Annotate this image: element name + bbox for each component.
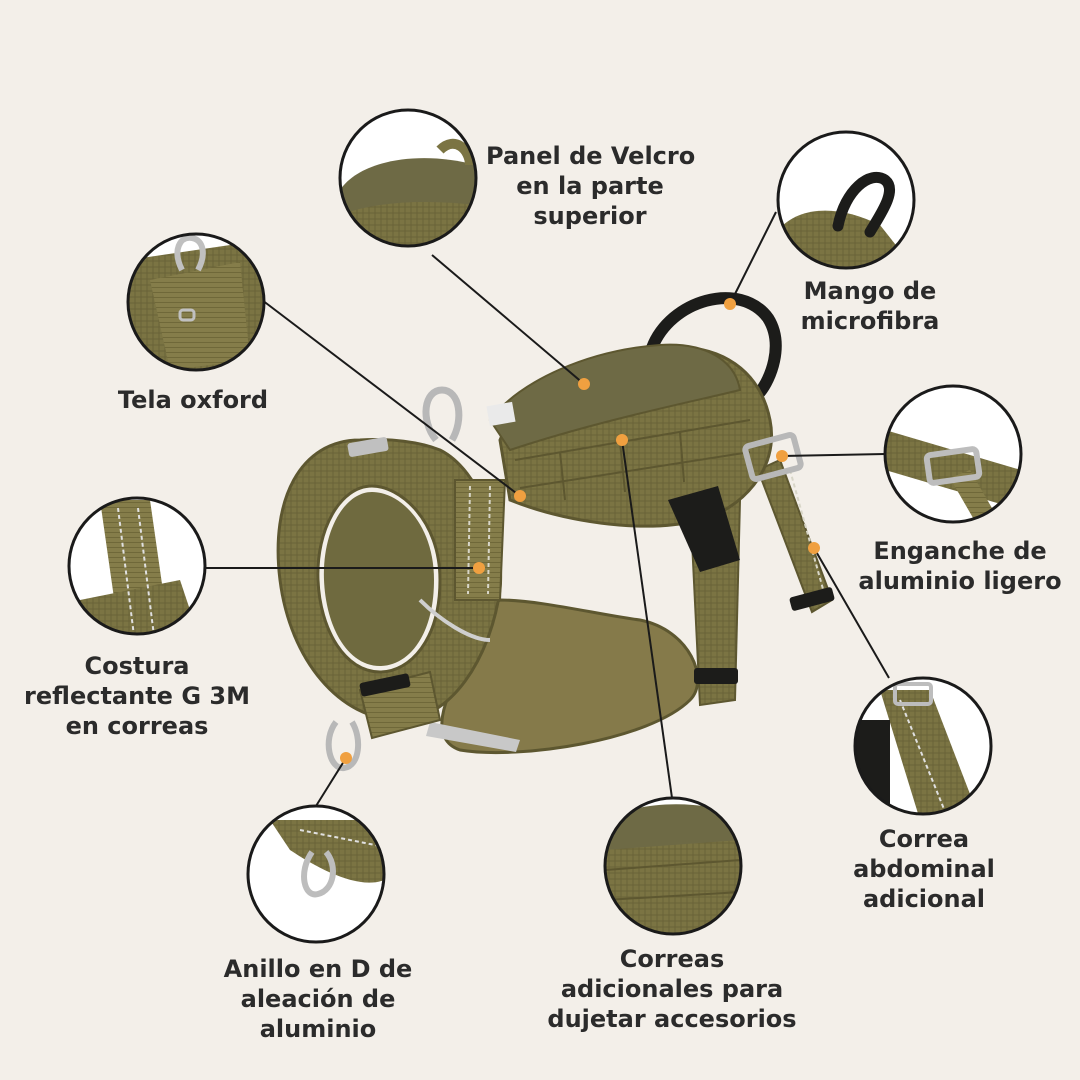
- label-oxford-fabric: Tela oxford: [108, 385, 278, 415]
- leader-velcro: [431, 254, 585, 385]
- leader-buckle: [781, 453, 886, 457]
- label-belly-line-2: abdominal: [853, 855, 995, 883]
- label-buckle-line-2: aluminio ligero: [858, 567, 1062, 595]
- label-handle: Mango de microfibra: [790, 276, 950, 336]
- zoom-oxford-fabric: [126, 232, 266, 372]
- label-dring-line-3: aluminio: [259, 1015, 377, 1043]
- marker-velcro: [578, 378, 590, 390]
- label-velcro-panel: Panel de Velcro en la parte superior: [486, 141, 696, 231]
- zoom-belly-strap: [853, 676, 993, 816]
- label-reflective-stitching: Costura reflectante G 3M en correas: [24, 651, 250, 741]
- markers: [340, 298, 820, 764]
- marker-accessory: [616, 434, 628, 446]
- label-accessory-line-2: adicionales para: [560, 975, 784, 1003]
- label-reflective-line-1: Costura: [84, 652, 190, 680]
- label-dring-line-2: aleación de: [240, 985, 396, 1013]
- label-belly-strap: Correa abdominal adicional: [840, 824, 1008, 914]
- label-accessory-line-3: dujetar accesorios: [547, 1005, 797, 1033]
- label-handle-line-1: Mango de: [803, 277, 937, 305]
- zoom-reflective-stitching: [67, 496, 207, 636]
- marker-belly: [808, 542, 820, 554]
- leader-accessory: [621, 439, 673, 799]
- marker-buckle: [776, 450, 788, 462]
- label-handle-line-2: microfibra: [800, 307, 940, 335]
- leader-belly: [813, 547, 890, 679]
- harness: [276, 292, 835, 771]
- zoom-velcro-panel: [338, 108, 478, 248]
- marker-oxford: [514, 490, 526, 502]
- marker-handle: [724, 298, 736, 310]
- zoom-handle: [776, 130, 916, 270]
- zoom-aluminum-buckle: [883, 384, 1023, 524]
- label-velcro-line-3: superior: [533, 202, 647, 230]
- label-velcro-line-1: Panel de Velcro: [486, 142, 696, 170]
- label-belly-line-1: Correa: [878, 825, 970, 853]
- leader-dring: [315, 757, 347, 807]
- zoom-accessory-straps: [603, 796, 743, 936]
- label-dring-line-1: Anillo en D de: [223, 955, 413, 983]
- label-aluminum-buckle: Enganche de aluminio ligero: [858, 536, 1062, 596]
- label-buckle-line-1: Enganche de: [873, 537, 1047, 565]
- leader-oxford: [261, 299, 521, 497]
- label-oxford-line-1: Tela oxford: [117, 386, 269, 414]
- marker-dring: [340, 752, 352, 764]
- label-reflective-line-2: reflectante G 3M: [24, 682, 250, 710]
- label-belly-line-3: adicional: [862, 885, 986, 913]
- leader-handle: [729, 211, 777, 305]
- label-d-ring: Anillo en D de aleación de aluminio: [216, 954, 420, 1044]
- label-velcro-line-2: en la parte: [516, 172, 664, 200]
- label-reflective-line-3: en correas: [65, 712, 209, 740]
- leader-lines: [206, 211, 890, 807]
- label-accessory-straps: Correas adicionales para dujetar accesor…: [540, 944, 804, 1034]
- label-accessory-line-1: Correas: [619, 945, 725, 973]
- zoom-d-ring: [246, 804, 386, 944]
- marker-reflective: [473, 562, 485, 574]
